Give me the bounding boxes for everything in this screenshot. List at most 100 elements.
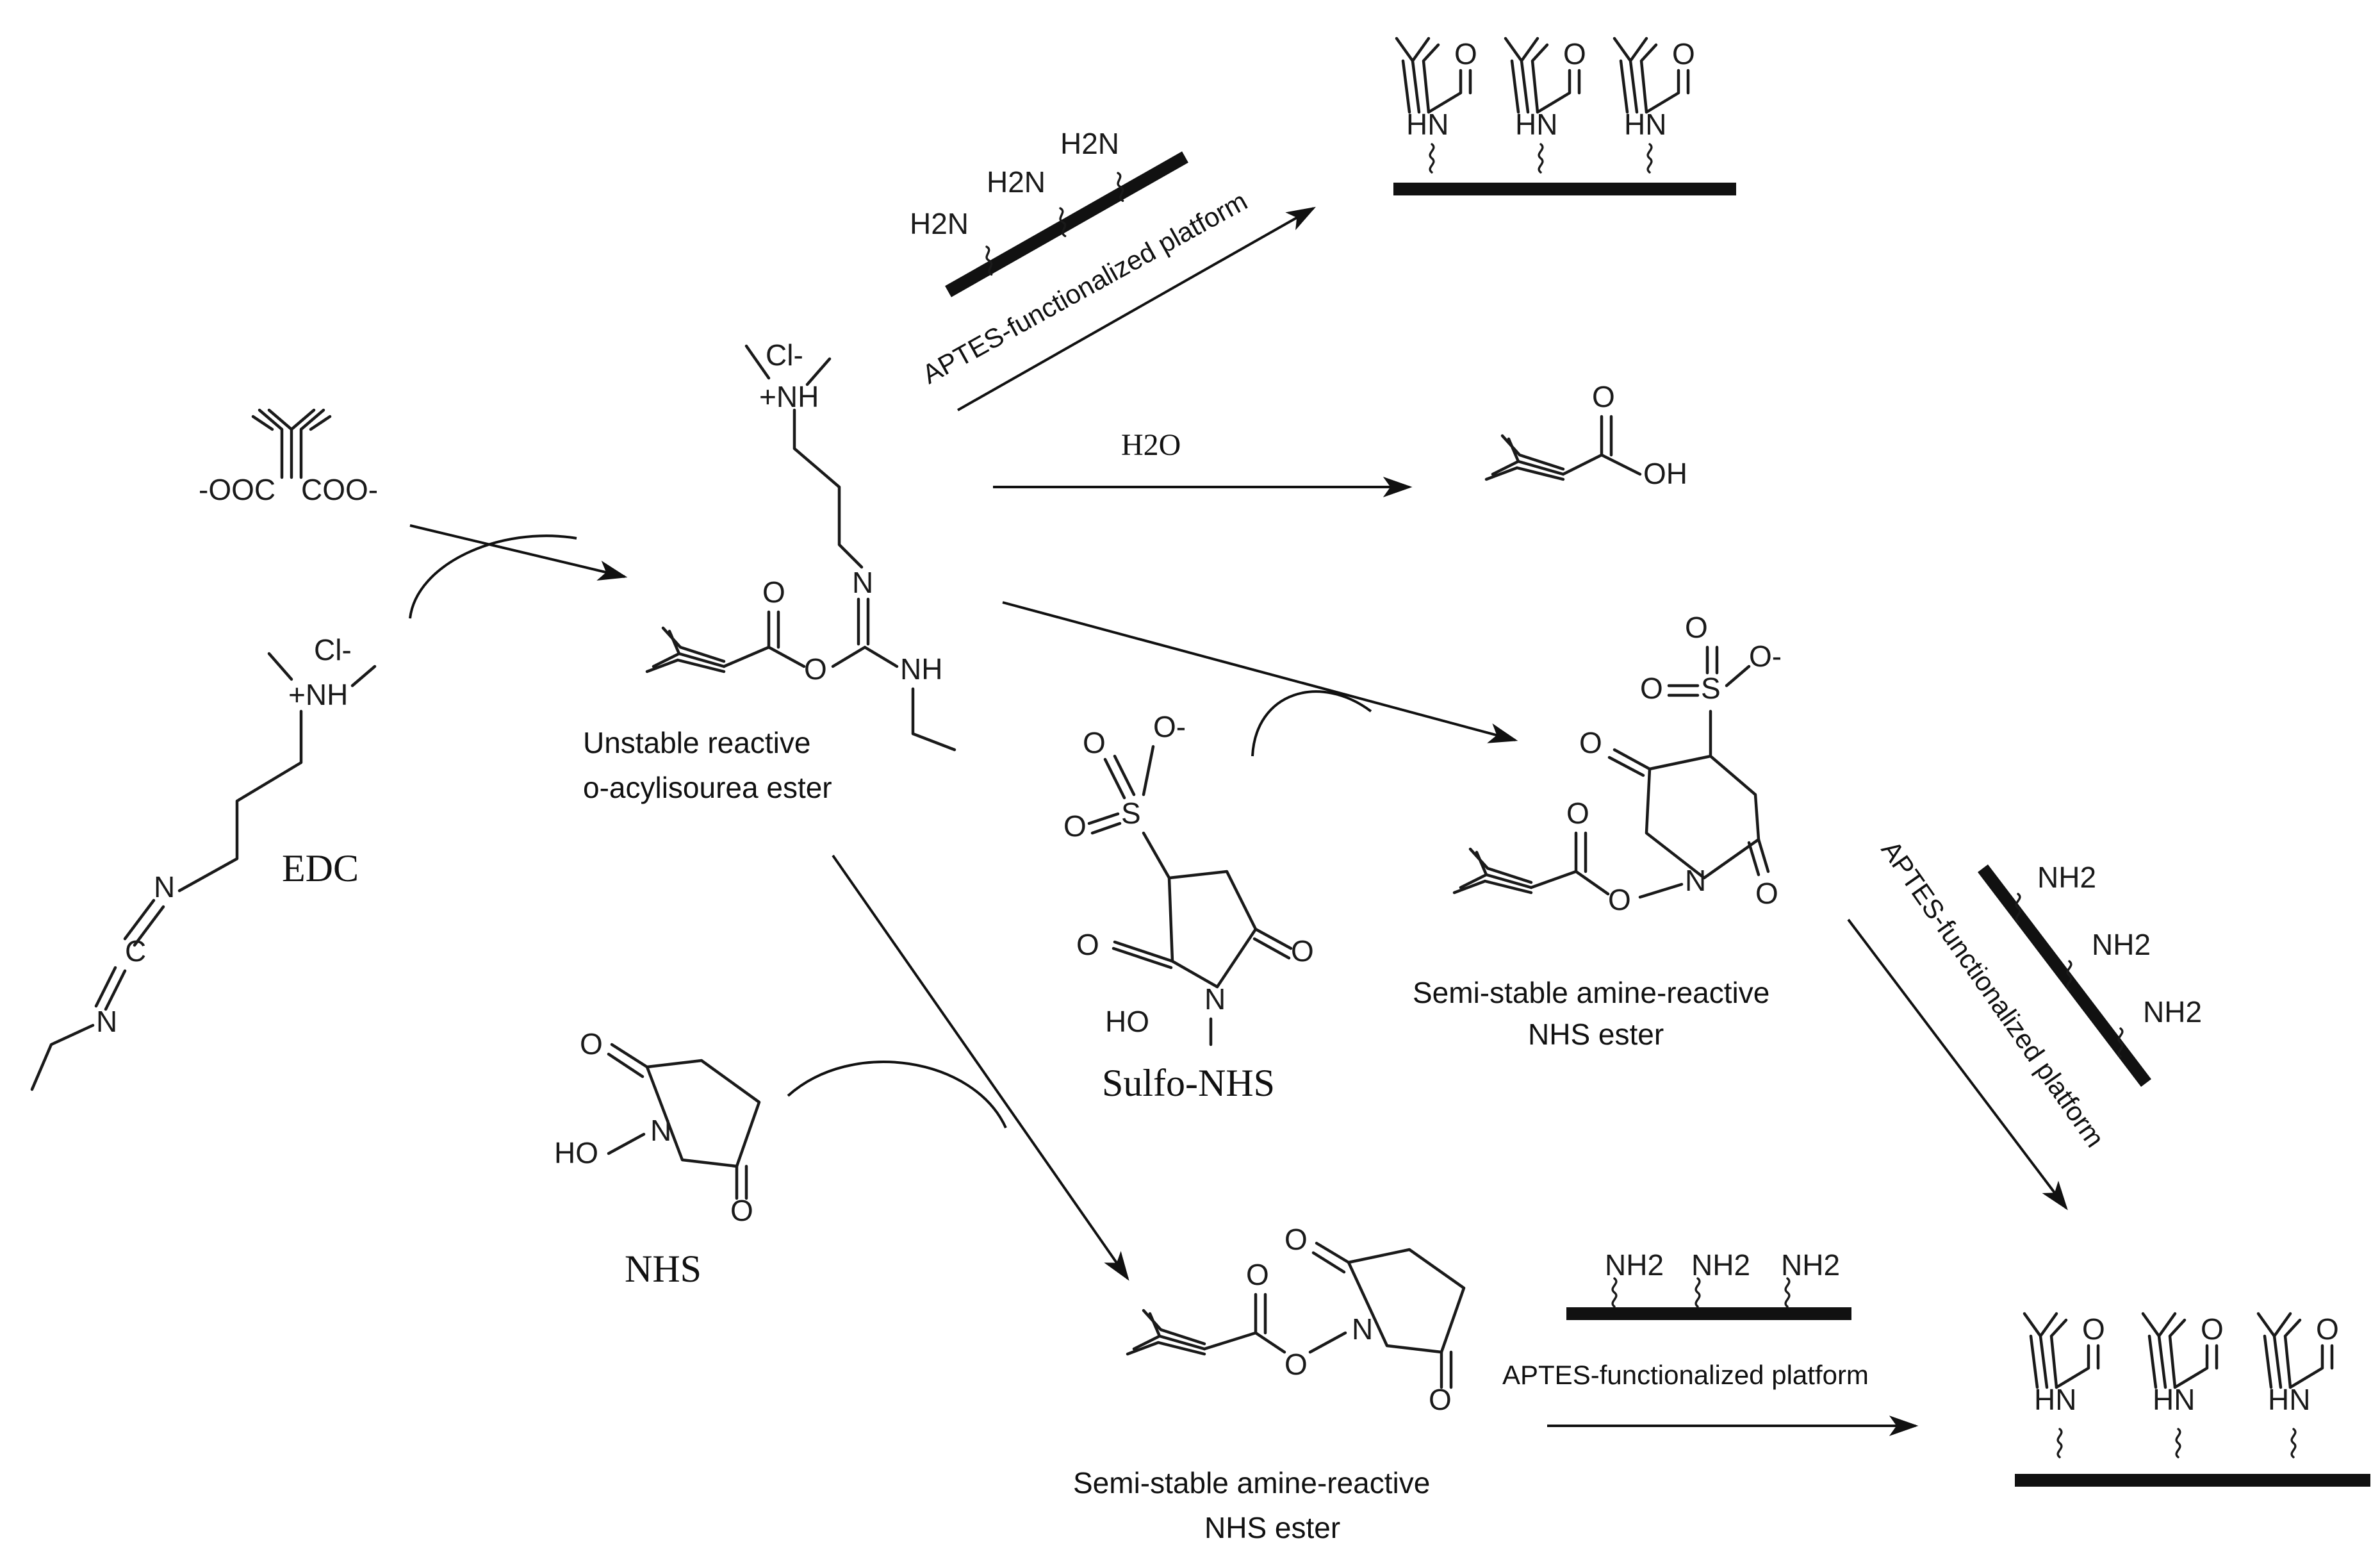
top-amine-1: H2N (910, 207, 969, 240)
edc-ammonium-label: +NH (288, 678, 348, 711)
nhs-label: NHS (625, 1248, 702, 1290)
sulfo-reagent-oh: HO (1105, 1005, 1149, 1038)
sulfo-ester-carbonyl-o2: O (1755, 877, 1778, 910)
nhs-ester-acyl-o: O (1246, 1258, 1269, 1291)
carboxylate-right-label: COO- (301, 473, 378, 506)
carboxylic-acid-product: O OH (1484, 380, 1687, 490)
acylisourea-imine-n: N (852, 566, 873, 599)
nhs-reagent-o1: O (580, 1027, 603, 1061)
nhs-ester: O O N O O Semi-stable amine-reactive NHS… (1073, 1223, 1466, 1544)
sulfo-ester-o-minus: O- (1749, 640, 1782, 673)
right-aptes-platform: NH2 NH2 NH2 APTES-functionalized platfor… (1876, 835, 2202, 1152)
top-product-o-3: O (1672, 37, 1695, 70)
nhs-addition-curve (787, 1061, 1007, 1128)
top-coupling-arrow (957, 206, 1316, 411)
top-product-o-2: O (1563, 37, 1586, 70)
bottom-product-unit-2: O HN (2141, 1312, 2224, 1458)
bottom-aptes-platform: NH2 NH2 NH2 APTES-functionalized platfor… (1502, 1248, 1869, 1390)
sulfo-nhs-reagent: O O- O S O O N HO Sulfo-NHS (1063, 710, 1314, 1104)
sulfo-ester-s: S (1701, 672, 1721, 705)
acylisourea-ester-o: O (804, 652, 827, 686)
top-product-unit-2: O HN (1504, 37, 1586, 174)
nhs-reagent-n: N (650, 1114, 671, 1147)
sulfo-ester-o-top: O (1685, 611, 1708, 644)
top-product-unit-3: O HN (1613, 37, 1695, 174)
right-coupling-arrow (1847, 918, 2068, 1210)
sulfo-ester-caption-line1: Semi-stable amine-reactive (1413, 976, 1769, 1009)
edc-chloride-label: Cl- (314, 633, 352, 666)
sulfo-nhs-addition-curve (1251, 690, 1372, 757)
sulfo-ester-n: N (1685, 864, 1706, 897)
edc-nitrogen-1: N (154, 870, 175, 904)
top-product: O HN O HN O HN (1393, 37, 1736, 195)
activation-arrow (409, 524, 628, 581)
nhs-ester-o2: O (1429, 1383, 1452, 1416)
bottom-product-hn-2: HN (2153, 1383, 2195, 1416)
sulfo-ester-caption-line2: NHS ester (1528, 1018, 1664, 1051)
bottom-product-unit-3: O HN (2256, 1312, 2339, 1458)
nhs-ester-n: N (1352, 1312, 1373, 1346)
top-product-hn-1: HN (1406, 108, 1449, 141)
bottom-product-o-1: O (2082, 1312, 2105, 1346)
top-product-hn-3: HN (1624, 108, 1666, 141)
sulfo-nhs-label: Sulfo-NHS (1102, 1062, 1275, 1104)
edc-carbon-label: C (125, 934, 146, 968)
acylisourea-nh: NH (900, 652, 942, 686)
sulfo-ester-o-left: O (1640, 672, 1663, 705)
nhs-ester-caption-line1: Semi-stable amine-reactive (1073, 1466, 1430, 1500)
sulfo-reagent-carbonyl-o2: O (1291, 934, 1314, 968)
nhs-arrow (832, 854, 1129, 1281)
sulfo-ester-link-o: O (1608, 883, 1631, 916)
sulfo-reagent-s: S (1121, 797, 1141, 830)
carboxylate-left-label: -OOC (199, 473, 275, 506)
sulfo-nhs-ester: O O- S O O O N O O Semi-stable amine-rea… (1413, 611, 1782, 1051)
bottom-amine-1: NH2 (1605, 1248, 1664, 1282)
top-amine-3: H2N (1060, 127, 1119, 160)
water-label: H2O (1121, 428, 1181, 462)
bottom-amine-2: NH2 (1691, 1248, 1750, 1282)
top-product-unit-1: O HN (1395, 37, 1477, 174)
bottom-product: O HN O HN O HN (2015, 1312, 2370, 1487)
top-amine-2: H2N (987, 165, 1046, 199)
right-amine-3: NH2 (2143, 995, 2202, 1029)
right-amine-2: NH2 (2092, 928, 2151, 961)
edc-addition-curve (409, 534, 577, 619)
nhs-ester-link-o: O (1284, 1348, 1308, 1381)
bottom-amine-3: NH2 (1781, 1248, 1840, 1282)
acid-oh-label: OH (1643, 457, 1687, 490)
top-product-hn-2: HN (1515, 108, 1557, 141)
nhs-reagent-o2: O (730, 1194, 753, 1227)
bottom-product-o-3: O (2316, 1312, 2339, 1346)
antibody-dicarboxylate: -OOC COO- (199, 408, 378, 506)
bottom-platform-label: APTES-functionalized platform (1502, 1360, 1869, 1390)
sulfo-nhs-arrow (1002, 601, 1518, 743)
sulfo-ester-acyl-o: O (1566, 797, 1589, 830)
sulfo-ester-carbonyl-o1: O (1579, 726, 1602, 759)
bottom-product-unit-1: O HN (2023, 1312, 2105, 1458)
top-aptes-platform: H2N H2N H2N APTES-functionalized platfor… (910, 127, 1252, 390)
acid-carbonyl-o: O (1592, 380, 1615, 413)
sulfo-reagent-o1: O (1083, 726, 1106, 759)
acylisourea-chloride: Cl- (766, 338, 803, 372)
acylisourea-caption-line1: Unstable reactive (583, 726, 810, 759)
nhs-ester-caption-line2: NHS ester (1204, 1511, 1340, 1544)
bottom-product-o-2: O (2201, 1312, 2224, 1346)
acylisourea-caption-line2: o-acylisourea ester (583, 771, 832, 804)
sulfo-reagent-o2: O (1063, 809, 1087, 843)
right-amine-1: NH2 (2037, 861, 2096, 894)
acylisourea-ammonium: +NH (759, 380, 819, 413)
sulfo-reagent-n: N (1204, 982, 1226, 1016)
edc-label: EDC (282, 847, 359, 889)
bottom-product-hn-1: HN (2034, 1383, 2076, 1416)
edc-nitrogen-2: N (96, 1005, 117, 1038)
sulfo-reagent-o-minus: O- (1153, 710, 1186, 743)
top-product-o-1: O (1454, 37, 1477, 70)
acylisourea-molecule: Cl- +NH N O NH O Unstable reactive o-acy… (583, 338, 956, 804)
sulfo-reagent-carbonyl-o1: O (1076, 928, 1099, 961)
nhs-reagent: O O N HO NHS (554, 1027, 761, 1290)
edc-molecule: Cl- +NH N C N EDC (30, 633, 377, 1091)
nhs-reagent-oh: HO (554, 1136, 598, 1169)
bottom-product-hn-3: HN (2268, 1383, 2310, 1416)
acylisourea-carbonyl-o: O (762, 575, 785, 609)
